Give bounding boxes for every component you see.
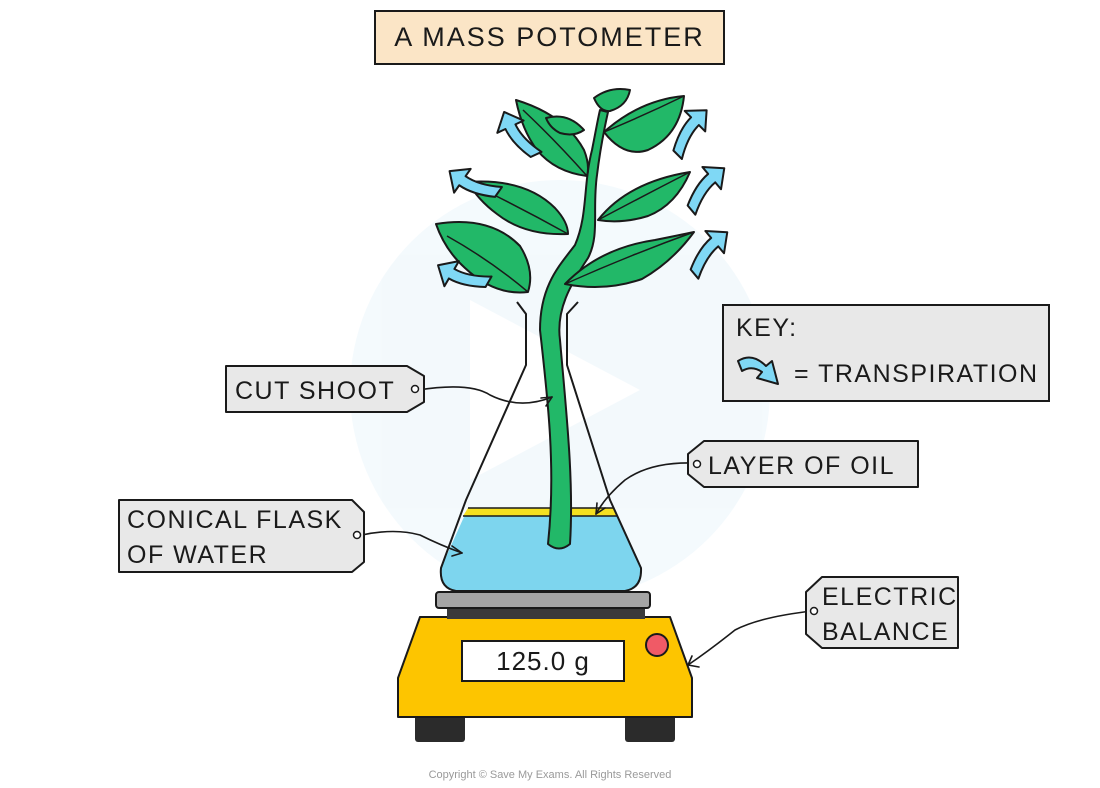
electric-balance: 125.0 g — [397, 616, 693, 718]
conical-flask-label-line2: OF WATER — [127, 541, 268, 569]
tag-hole-icon — [809, 606, 819, 616]
key-heading: KEY: — [736, 314, 798, 342]
transpiration-key-icon — [737, 356, 779, 385]
copyright-notice: Copyright © Save My Exams. All Rights Re… — [429, 769, 672, 781]
label-cut-shoot: CUT SHOOT — [225, 365, 425, 413]
cut-shoot — [435, 88, 695, 550]
balance-display — [461, 640, 625, 682]
leaf — [603, 95, 685, 153]
conical-flask — [439, 301, 643, 592]
cut-shoot-label: CUT SHOOT — [235, 377, 395, 405]
electric-balance-label-line2: BALANCE — [822, 618, 949, 646]
balance-feet — [415, 712, 675, 742]
leaf — [545, 115, 585, 136]
tag-hole-icon — [352, 530, 362, 540]
oil-layer — [463, 508, 618, 516]
key-transpiration-label: = TRANSPIRATION — [794, 360, 1039, 388]
label-electric-balance: ELECTRIC BALANCE — [805, 576, 959, 649]
label-conical-flask: CONICAL FLASK OF WATER — [118, 499, 365, 573]
stem — [539, 109, 609, 550]
label-layer-of-oil: LAYER OF OIL — [687, 440, 919, 488]
balance-reading: 125.0 g — [496, 646, 590, 676]
balance-pan — [435, 591, 651, 619]
title: A MASS POTOMETER — [394, 22, 705, 52]
conical-flask-label-line1: CONICAL FLASK — [127, 506, 343, 534]
tag-hole-icon — [410, 384, 420, 394]
leaf — [593, 88, 631, 113]
leader-lines — [361, 386, 813, 668]
key-box: KEY: = TRANSPIRATION — [722, 304, 1050, 402]
water — [440, 508, 642, 591]
electric-balance-label-line1: ELECTRIC — [822, 583, 958, 611]
tag-hole-icon — [692, 459, 702, 469]
balance-button — [645, 633, 669, 657]
layer-of-oil-label: LAYER OF OIL — [708, 452, 895, 480]
title-box: A MASS POTOMETER — [374, 10, 725, 65]
